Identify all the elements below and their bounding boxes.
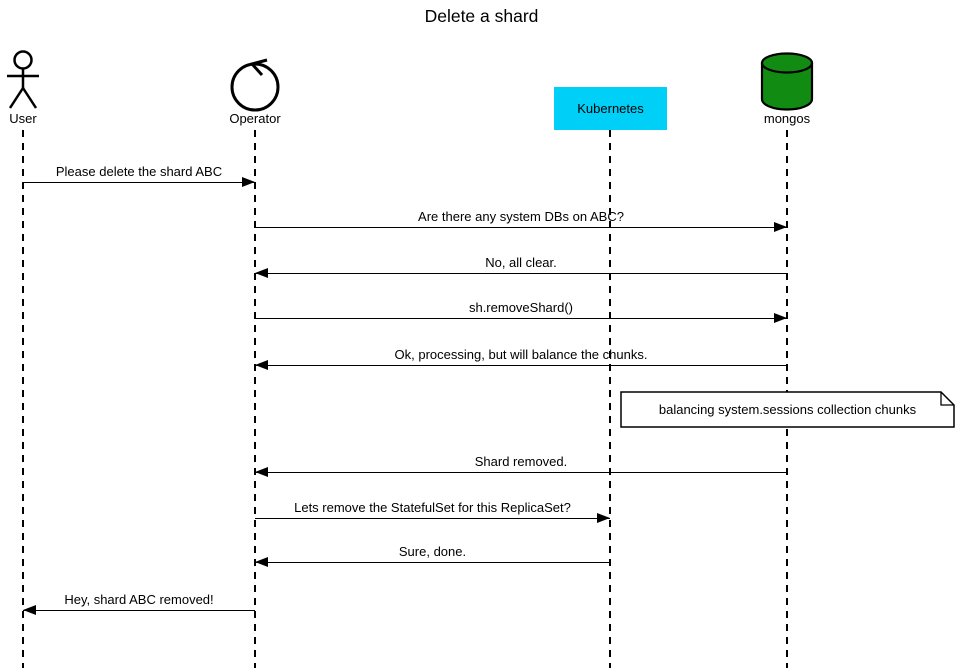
- message-4: sh.removeShard(): [255, 298, 787, 323]
- message-2: Are there any system DBs on ABC?: [255, 207, 787, 232]
- message-6: Shard removed.: [255, 452, 787, 477]
- arrowhead-right-icon: [774, 222, 787, 232]
- message-line: [255, 471, 787, 473]
- actor-label-kubernetes: Kubernetes: [577, 101, 644, 116]
- arrowhead-left-icon: [255, 467, 268, 477]
- message-8: Sure, done.: [255, 542, 610, 567]
- lifeline-user: [22, 130, 24, 668]
- message-label: No, all clear.: [485, 255, 557, 270]
- message-7: Lets remove the StatefulSet for this Rep…: [255, 498, 610, 523]
- message-line: [255, 226, 787, 228]
- message-label: Ok, processing, but will balance the chu…: [394, 347, 648, 362]
- message-line: [23, 181, 255, 183]
- participant-box-kubernetes: Kubernetes: [554, 87, 667, 130]
- arrowhead-right-icon: [242, 177, 255, 187]
- message-label: Shard removed.: [474, 454, 568, 469]
- message-line: [255, 317, 787, 319]
- message-line: [255, 272, 787, 274]
- note-text: balancing system.sessions collection chu…: [658, 402, 917, 417]
- note-box: balancing system.sessions collection chu…: [620, 391, 955, 428]
- message-label: Hey, shard ABC removed!: [64, 592, 214, 607]
- message-5: Ok, processing, but will balance the chu…: [255, 345, 787, 370]
- arrowhead-left-icon: [255, 268, 268, 278]
- lifeline-operator: [254, 130, 256, 668]
- actor-label-user: User: [9, 111, 37, 126]
- message-line: [255, 517, 610, 519]
- message-label: Please delete the shard ABC: [55, 164, 223, 179]
- message-line: [255, 561, 610, 563]
- message-label: sh.removeShard(): [468, 300, 574, 315]
- arrowhead-left-icon: [23, 605, 36, 615]
- message-9: Hey, shard ABC removed!: [23, 590, 255, 615]
- database-cylinder-icon: [760, 52, 814, 111]
- message-label: Sure, done.: [398, 544, 467, 559]
- actor-label-operator: Operator: [229, 111, 281, 126]
- message-label: Lets remove the StatefulSet for this Rep…: [294, 500, 571, 515]
- message-1: Please delete the shard ABC: [23, 162, 255, 187]
- message-line: [23, 609, 255, 611]
- control-loop-icon: [230, 58, 280, 112]
- diagram-title: Delete a shard: [424, 6, 539, 26]
- arrowhead-right-icon: [774, 313, 787, 323]
- arrowhead-left-icon: [255, 360, 268, 370]
- arrowhead-right-icon: [597, 513, 610, 523]
- actor-label-mongos: mongos: [763, 111, 811, 126]
- message-label: Are there any system DBs on ABC?: [418, 209, 624, 224]
- lifeline-kubernetes: [609, 130, 611, 668]
- note-outline: [620, 391, 955, 428]
- arrowhead-left-icon: [255, 557, 268, 567]
- message-3: No, all clear.: [255, 253, 787, 278]
- person-actor-icon: [7, 50, 39, 109]
- message-line: [255, 364, 787, 366]
